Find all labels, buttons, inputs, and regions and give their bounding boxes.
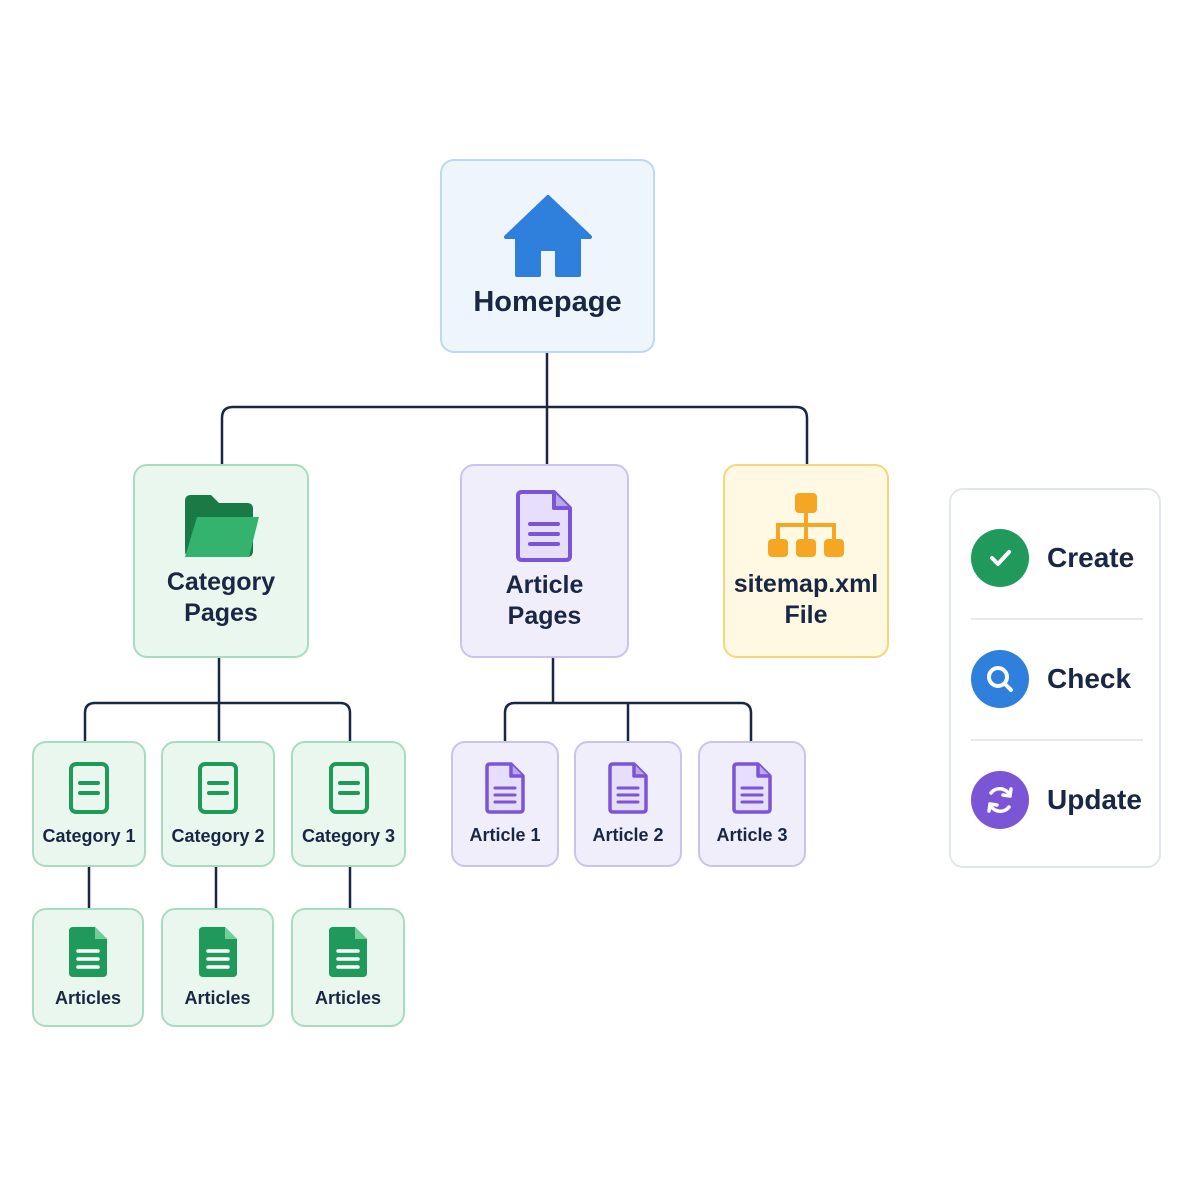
legend-divider (971, 739, 1143, 741)
category-1-node: Category 1 (32, 741, 146, 867)
category-2-label: Category 2 (171, 826, 265, 846)
document-icon (515, 490, 572, 562)
category-3-articles-node: Articles (291, 908, 405, 1027)
document-icon (485, 762, 525, 814)
check-icon (971, 529, 1029, 587)
article-3-label: Article 3 (716, 825, 788, 845)
refresh-icon (971, 771, 1029, 829)
legend-label-create: Create (1047, 542, 1135, 573)
connector-root-branch (220, 405, 809, 464)
sitemap-file-node: sitemap.xml File (723, 464, 889, 658)
article-pages-label-line1: Article (505, 571, 584, 599)
legend-label-update: Update (1047, 784, 1142, 815)
homepage-label: Homepage (473, 286, 622, 318)
document-icon (608, 762, 648, 814)
legend-item-update: Update (971, 769, 1143, 831)
category-1-articles-node: Articles (32, 908, 144, 1027)
legend-item-create: Create (971, 527, 1143, 589)
homepage-node: Homepage (440, 159, 655, 353)
category-2-articles-label: Articles (184, 987, 251, 1008)
sitemap-icon (768, 493, 844, 557)
article-pages-node: Article Pages (460, 464, 629, 658)
folder-icon (185, 495, 259, 557)
legend-label-check: Check (1047, 663, 1132, 694)
article-2-label: Article 2 (592, 825, 664, 845)
category-3-label: Category 3 (301, 826, 396, 846)
category-1-label: Category 1 (42, 826, 136, 846)
document-outline-icon (198, 762, 238, 814)
legend-divider (971, 618, 1143, 620)
document-outline-icon (69, 762, 109, 814)
document-filled-icon (69, 926, 107, 977)
legend-panel: Create Check Update (949, 488, 1161, 868)
category-pages-label-line1: Category (166, 568, 276, 596)
article-1-node: Article 1 (451, 741, 559, 867)
category-1-articles-label: Articles (54, 987, 122, 1008)
category-3-articles-label: Articles (314, 987, 382, 1008)
article-3-node: Article 3 (698, 741, 806, 867)
sitemap-label-line2: File (784, 601, 828, 629)
document-filled-icon (329, 926, 367, 977)
document-filled-icon (198, 926, 237, 977)
document-icon (732, 762, 772, 814)
legend-item-check: Check (971, 648, 1143, 710)
search-icon (971, 650, 1029, 708)
category-pages-node: Category Pages (133, 464, 309, 658)
article-pages-label-line2: Pages (507, 602, 582, 630)
category-pages-label-line2: Pages (184, 599, 258, 627)
home-icon (503, 195, 592, 277)
category-2-articles-node: Articles (161, 908, 274, 1027)
article-2-node: Article 2 (574, 741, 682, 867)
category-3-node: Category 3 (291, 741, 406, 867)
connector-category-branch (83, 701, 352, 741)
connector-article-branch (503, 701, 753, 741)
category-2-node: Category 2 (161, 741, 275, 867)
article-1-label: Article 1 (469, 825, 541, 845)
document-outline-icon (328, 762, 369, 814)
sitemap-label-line1: sitemap.xml (733, 570, 879, 598)
